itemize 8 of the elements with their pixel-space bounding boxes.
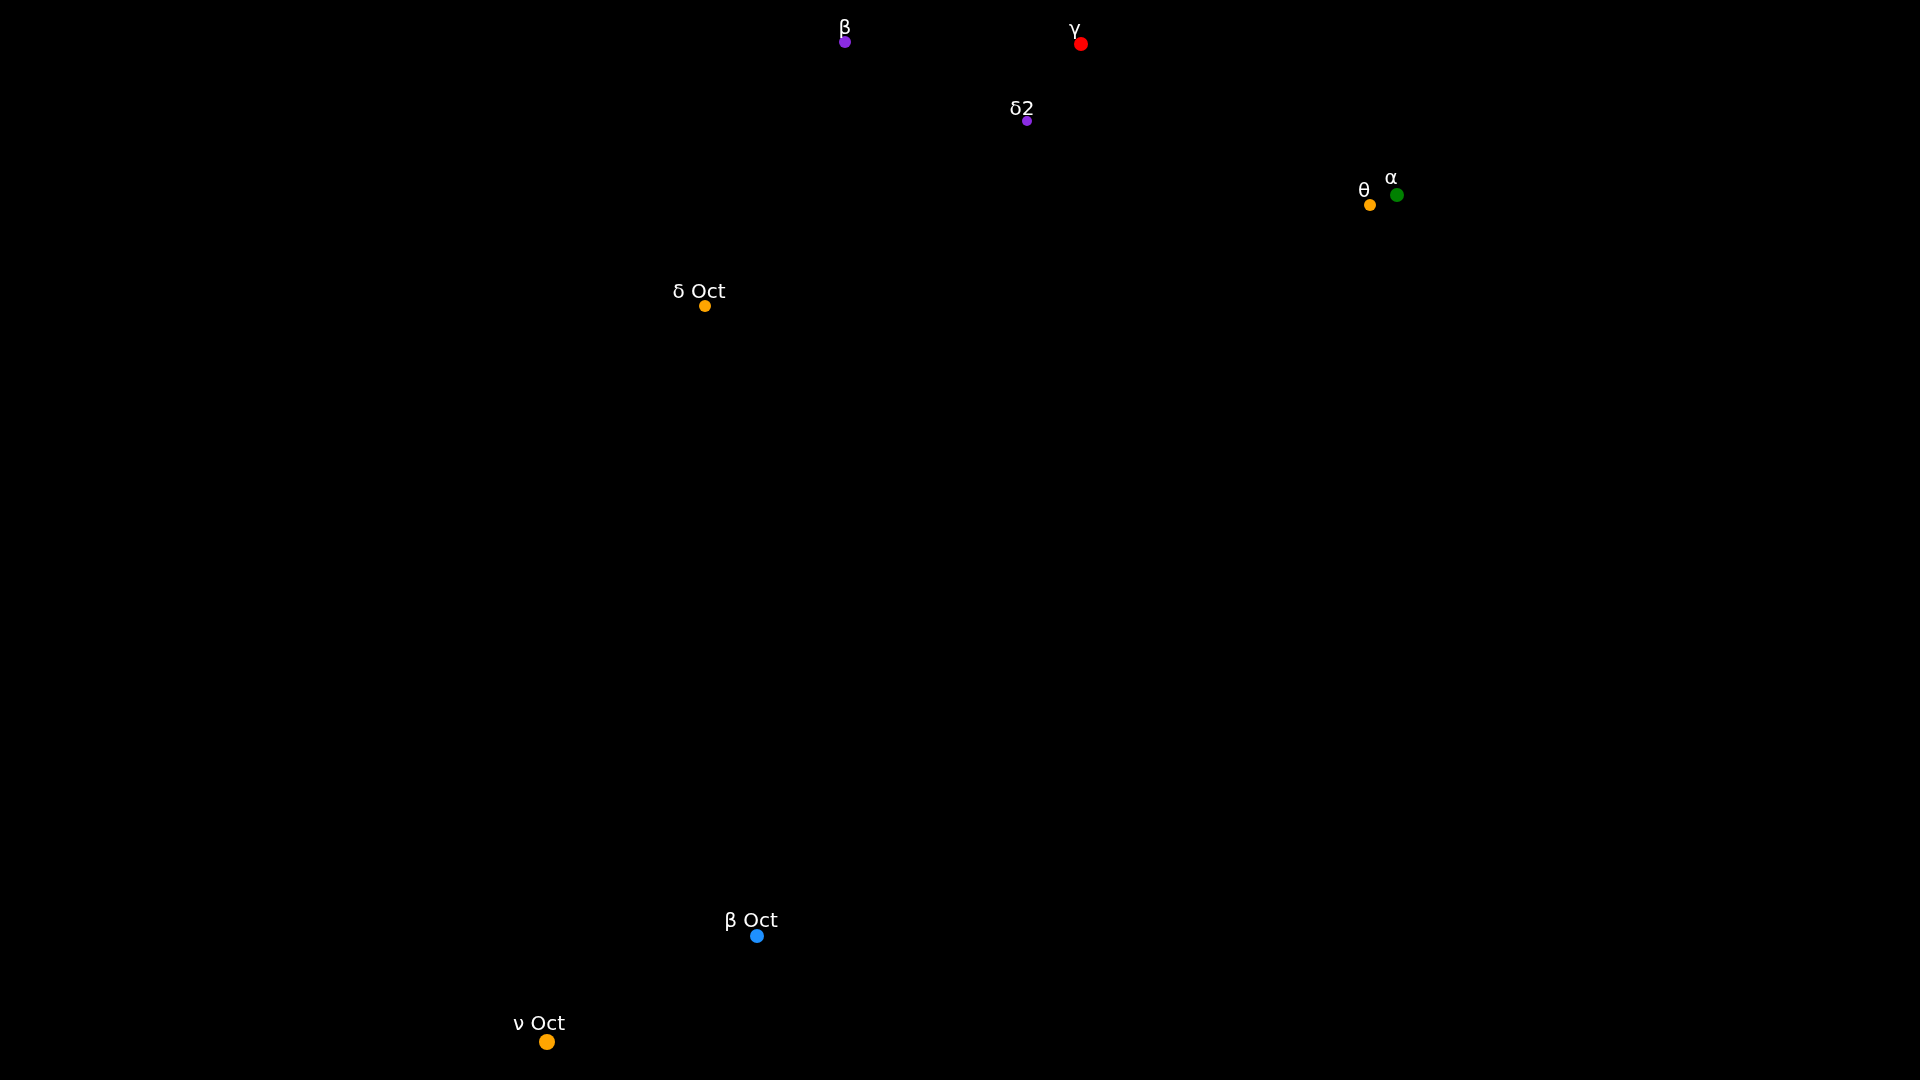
star-label: δ2 <box>1009 97 1035 119</box>
star-label: β Oct <box>724 909 778 931</box>
star-label: θ <box>1357 179 1371 201</box>
star-label: δ Oct <box>672 280 726 302</box>
star-label: α <box>1384 166 1398 188</box>
star-label: ν Oct <box>512 1012 566 1034</box>
star-label: β <box>838 16 852 38</box>
star-label: γ <box>1069 17 1081 39</box>
